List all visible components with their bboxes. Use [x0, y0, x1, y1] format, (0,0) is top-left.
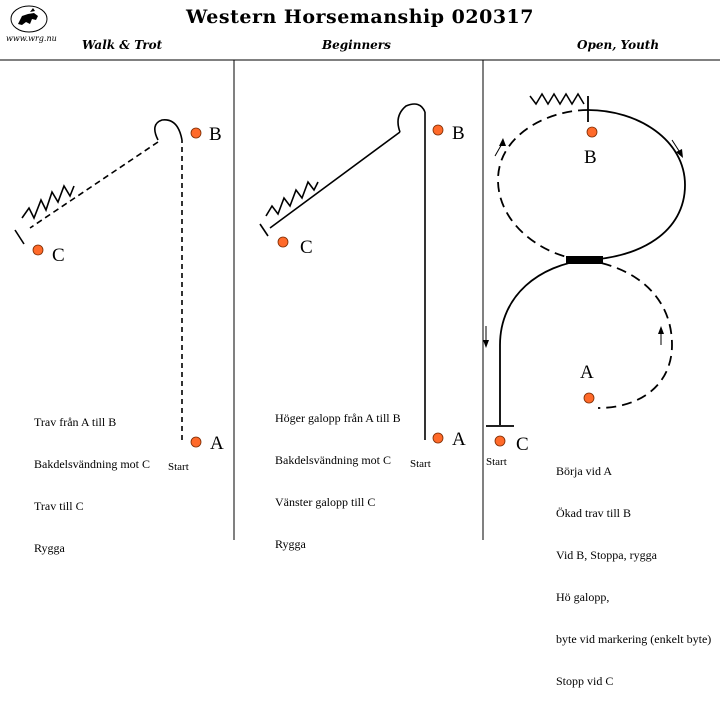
upper-circle-right-solid — [585, 109, 686, 261]
instruction-line: Bakdelsvändning mot C — [34, 457, 150, 471]
instructions-open-youth: Börja vid A Ökad trav till B Vid B, Stop… — [556, 436, 711, 702]
marker-a-label: A — [580, 362, 594, 383]
column-heading-walk-trot: Walk & Trot — [82, 38, 163, 52]
instruction-line: Vänster galopp till C — [275, 495, 376, 509]
marker-c-label: C — [300, 237, 313, 258]
instruction-line: Höger galopp från A till B — [275, 411, 401, 425]
lower-right-dashed — [585, 259, 673, 409]
start-label: Start — [486, 456, 507, 468]
marker-b-label: B — [452, 123, 465, 144]
instruction-line: Rygga — [275, 537, 306, 551]
walk-trot-pattern: B C A Start — [14, 119, 224, 473]
instructions-beginners: Höger galopp från A till B Bakdelsvändni… — [275, 383, 401, 565]
marker-a — [190, 436, 202, 448]
direction-arrow-up — [658, 326, 664, 345]
beginners-pattern: B C A Start — [259, 103, 466, 470]
pivot-turn-curve — [397, 103, 426, 133]
instruction-line: Rygga — [34, 541, 65, 555]
instruction-line: byte vid markering (enkelt byte) — [556, 632, 712, 646]
marker-c — [32, 244, 44, 256]
lead-change-marker — [566, 256, 603, 264]
trot-path-to-c — [29, 141, 159, 229]
marker-b — [586, 126, 598, 138]
instruction-line: Trav till C — [34, 499, 84, 513]
marker-b — [432, 124, 444, 136]
pattern-diagram: B C A Start B C A Start — [0, 59, 720, 540]
marker-c-label: C — [52, 245, 65, 266]
marker-c-label: C — [516, 434, 529, 455]
stop-tick — [14, 229, 25, 245]
instruction-line: Vid B, Stoppa, rygga — [556, 548, 657, 562]
marker-b-label: B — [584, 147, 597, 168]
open-youth-pattern: B A C Start — [483, 92, 686, 468]
direction-arrow-down-right — [671, 139, 683, 158]
marker-a — [432, 432, 444, 444]
direction-arrow-up-left — [494, 138, 506, 157]
pivot-turn-curve — [154, 119, 183, 141]
marker-a-label: A — [452, 429, 466, 450]
instruction-line: Ökad trav till B — [556, 506, 631, 520]
backup-zigzag — [265, 180, 319, 217]
instruction-line: Hö galopp, — [556, 590, 610, 604]
lower-left-solid — [499, 259, 587, 425]
start-label: Start — [410, 458, 431, 470]
column-heading-open-youth: Open, Youth — [577, 38, 660, 52]
instruction-line: Bakdelsvändning mot C — [275, 453, 391, 467]
instruction-line: Stopp vid C — [556, 674, 614, 688]
start-label: Start — [168, 461, 189, 473]
column-heading-beginners: Beginners — [322, 38, 391, 52]
direction-arrow-down — [483, 326, 489, 348]
marker-a — [583, 392, 595, 404]
instructions-walk-trot: Trav från A till B Bakdelsvändning mot C… — [34, 387, 150, 569]
marker-b — [190, 127, 202, 139]
backup-zigzag — [529, 92, 585, 106]
marker-a-label: A — [210, 433, 224, 454]
marker-b-label: B — [209, 124, 222, 145]
marker-c — [277, 236, 289, 248]
upper-circle-left-dashed — [497, 109, 589, 261]
lope-path-to-c — [269, 131, 401, 229]
backup-zigzag — [21, 184, 75, 220]
instruction-line: Trav från A till B — [34, 415, 117, 429]
marker-c — [494, 435, 506, 447]
stop-tick — [259, 223, 269, 237]
logo-url: www.wrg.nu — [6, 34, 57, 43]
page-title: Western Horsemanship 020317 — [186, 6, 534, 28]
instruction-line: Börja vid A — [556, 464, 612, 478]
